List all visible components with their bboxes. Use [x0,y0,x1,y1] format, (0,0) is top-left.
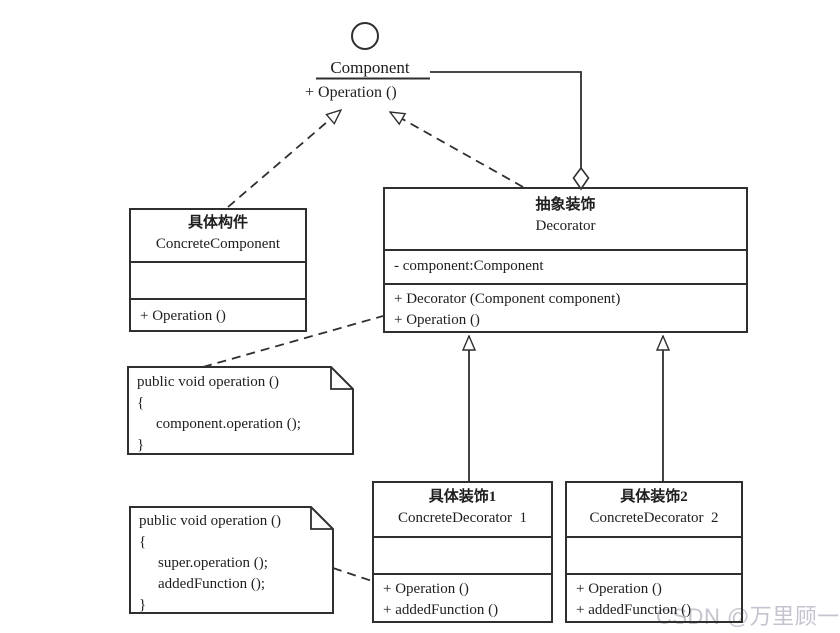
class-attributes-section [131,261,305,298]
class-box-concrete-decorator-1: 具体装饰1 ConcreteDecorator 1 + Operation ()… [372,481,553,623]
note-operation: public void operation () { component.ope… [130,372,346,456]
class-box-concrete-decorator-2: 具体装饰2 ConcreteDecorator 2 + Operation ()… [565,481,743,623]
class-attributes-section: - component:Component [385,249,746,283]
class-title: 抽象装饰 Decorator [385,189,746,249]
note-anchor-addedfunction [332,567,373,582]
class-box-concrete-component: 具体构件 ConcreteComponent + Operation () [129,208,307,332]
class-method: + Operation () [383,581,469,597]
class-name-en: ConcreteComponent [155,236,281,252]
realization-arrow-decorator [390,112,524,188]
aggregation-diamond [572,166,590,191]
class-attributes-section [374,536,551,573]
class-attributes-section [567,536,741,573]
class-name-cn: 具体装饰1 [428,489,497,505]
class-method: + addedFunction () [383,602,499,618]
note-line: component.operation (); [156,416,301,432]
note-line: addedFunction (); [158,576,266,592]
class-method: + Operation () [394,312,480,328]
class-title: 具体装饰1 ConcreteDecorator 1 [374,483,551,536]
note-line: super.operation (); [158,555,268,571]
class-name-en: ConcreteDecorator 2 [589,510,719,526]
class-method: + Decorator (Component component) [394,291,621,307]
interface-component-operation: + Operation () [305,84,397,101]
note-added-function: public void operation () { super.operati… [132,511,328,616]
class-methods-section: + Operation () + addedFunction () [567,573,741,621]
class-box-decorator: 抽象装饰 Decorator - component:Component + D… [383,187,748,333]
note-line: { [137,395,145,411]
class-title: 具体装饰2 ConcreteDecorator 2 [567,483,741,536]
realization-arrow-concretecomponent [227,110,341,208]
class-method: + Operation () [140,308,226,324]
class-name-en: Decorator [535,218,596,234]
note-line: } [139,597,147,613]
interface-lollipop-circle [351,22,379,50]
class-methods-section: + Decorator (Component component) + Oper… [385,283,746,331]
class-name-cn: 具体装饰2 [620,489,688,505]
class-methods-section: + Operation () [131,298,305,330]
class-method: + Operation () [576,581,662,597]
class-methods-section: + Operation () + addedFunction () [374,573,551,621]
interface-component-name: Component [330,58,410,77]
class-attribute: - component:Component [394,258,544,274]
note-line: { [139,534,147,550]
class-title: 具体构件 ConcreteComponent [131,210,305,261]
class-name-cn: 具体构件 [187,215,248,231]
csdn-watermark: CSDN @万里顾一程 [656,604,840,629]
class-name-en: ConcreteDecorator 1 [397,510,528,526]
class-method: + addedFunction () [576,602,692,618]
note-line: } [137,437,145,453]
class-name-cn: 抽象装饰 [535,197,596,213]
note-line: public void operation () [139,513,282,529]
aggregation-line-component-decorator [430,71,582,168]
note-line: public void operation () [137,374,280,390]
